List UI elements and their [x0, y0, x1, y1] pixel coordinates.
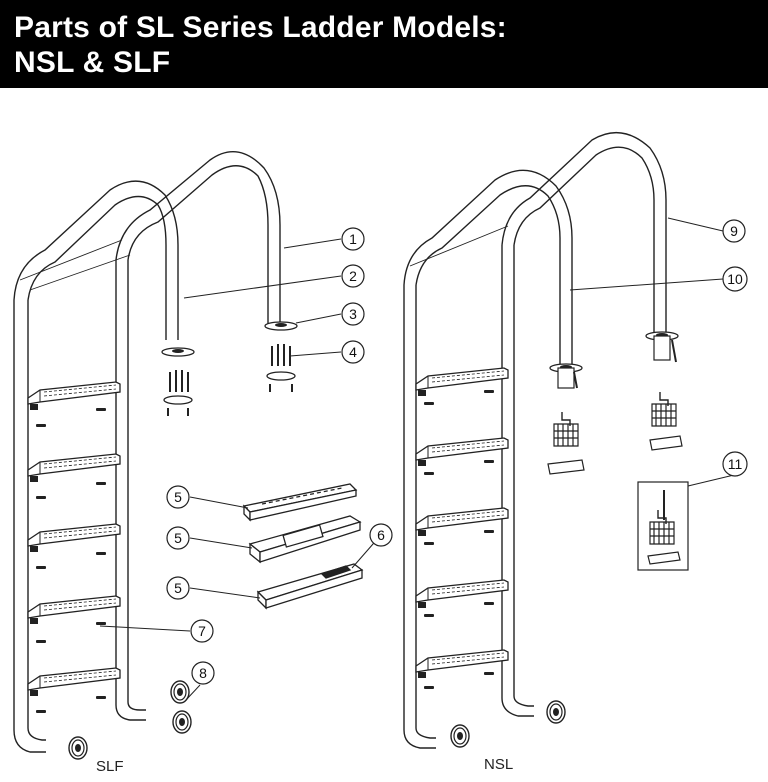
svg-text:2: 2 — [349, 268, 357, 284]
slf-tread-3 — [27, 523, 121, 553]
svg-text:5: 5 — [174, 489, 182, 505]
svg-text:7: 7 — [198, 623, 206, 639]
slf-bolts — [36, 408, 106, 713]
nsl-bolts — [424, 390, 494, 689]
callout-8: 8 — [191, 661, 215, 685]
callout-6: 6 — [369, 523, 393, 547]
nsl-ladder — [403, 131, 667, 749]
nsl-anchor-left — [553, 411, 579, 447]
slf-tread-1 — [27, 381, 121, 411]
nsl-tread-3 — [415, 507, 509, 537]
svg-text:6: 6 — [377, 527, 385, 543]
callout-10: 10 — [722, 266, 748, 292]
title-line-2: NSL & SLF — [14, 46, 171, 79]
callout-5b: 5 — [166, 526, 190, 550]
callout-1: 1 — [341, 227, 365, 251]
nsl-tread-1 — [415, 367, 509, 397]
part-5-tread-a — [242, 483, 358, 522]
svg-text:3: 3 — [349, 306, 357, 322]
callout-2: 2 — [341, 264, 365, 288]
svg-text:5: 5 — [174, 580, 182, 596]
svg-text:1: 1 — [349, 231, 357, 247]
caption-nsl: NSL — [484, 756, 514, 773]
ladder-parts-diagram: 1 2 3 4 5 5 5 6 7 8 9 10 11 — [13, 131, 748, 760]
slf-tread-5 — [27, 667, 121, 697]
nsl-tread-4 — [415, 579, 509, 609]
part-4-anchor-bolts — [266, 344, 296, 392]
title-line-1: Parts of SL Series Ladder Models: — [14, 11, 507, 44]
callout-7: 7 — [190, 619, 214, 643]
slf-anchor-bolts-left — [163, 370, 193, 416]
part-5-tread-c — [256, 563, 364, 610]
slf-end-cap-right — [172, 710, 192, 734]
svg-text:11: 11 — [728, 456, 743, 472]
slf-tread-4 — [27, 595, 121, 625]
callout-leaders — [99, 217, 735, 701]
nsl-tread-2 — [415, 437, 509, 467]
callout-9: 9 — [722, 219, 746, 243]
callout-5c: 5 — [166, 576, 190, 600]
svg-text:10: 10 — [727, 271, 743, 287]
callout-11: 11 — [722, 451, 748, 477]
nsl-tread-5 — [415, 649, 509, 679]
svg-text:8: 8 — [199, 665, 207, 681]
callout-3: 3 — [341, 302, 365, 326]
callout-5a: 5 — [166, 485, 190, 509]
svg-text:9: 9 — [730, 223, 738, 239]
slf-end-cap-left — [68, 736, 88, 760]
slf-ladder — [13, 151, 281, 753]
title-banner: Parts of SL Series Ladder Models: NSL & … — [0, 0, 768, 88]
nsl-anchor-right — [651, 391, 677, 427]
caption-slf: SLF — [96, 758, 124, 775]
svg-text:4: 4 — [349, 344, 357, 360]
nsl-end-cap-left — [450, 724, 470, 748]
callout-4: 4 — [341, 340, 365, 364]
slf-flange-left — [161, 347, 195, 357]
part-11-anchor — [647, 490, 681, 565]
part-5-tread-b — [248, 515, 362, 564]
part-3-flange — [264, 321, 298, 331]
slf-tread-2 — [27, 453, 121, 483]
nsl-end-cap-right — [546, 700, 566, 724]
svg-text:5: 5 — [174, 530, 182, 546]
